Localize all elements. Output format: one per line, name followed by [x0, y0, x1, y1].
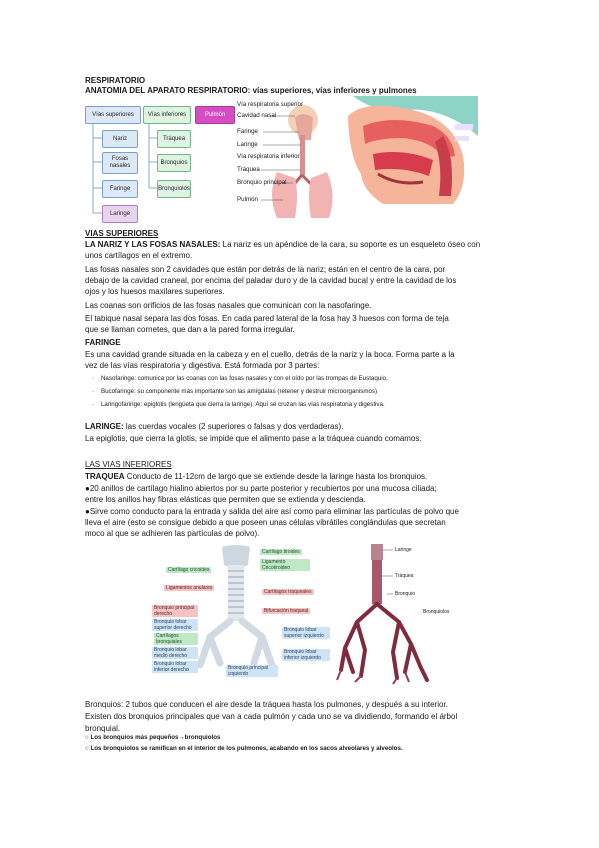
- bullet-text: Laringofaringe: epiglotis (lengüeta que …: [100, 401, 385, 408]
- doc-subtitle: ANATOMIA DEL APARATO RESPIRATORIO: vías …: [85, 86, 417, 95]
- label-cavidad-nasal: Cavidad nasal: [237, 112, 277, 119]
- label-bronquio-lobar-inf-izq: Bronquio lobar inferior izquierdo: [282, 649, 330, 661]
- text-traquea-1: Conducto de 11-12cm de largo que se exti…: [124, 472, 428, 481]
- concept-map: Vías superiores Nariz Fosas nasales Fari…: [85, 100, 195, 225]
- concept-bronquios: Bronquios: [157, 154, 191, 172]
- bullet-bronquiolos-2: ○ Los bronquiolos se ramifican en el int…: [85, 745, 403, 752]
- text-fosas-1: Las fosas nasales son 2 cavidades que es…: [85, 265, 446, 274]
- term-nariz: LA NARIZ Y LAS FOSAS NASALES:: [85, 240, 221, 249]
- label-laringe: Laringe: [237, 141, 258, 148]
- label-via-superior: Vía respiratoria superior: [237, 101, 304, 108]
- section-heading-vias-inferiores: LAS VIAS INFERIORES: [85, 460, 172, 469]
- bullet-text: Los bronquios más pequeños→bronquiolos: [90, 734, 221, 741]
- trachea-diagram: Cartílago tiroides Cartílago cricoides L…: [150, 545, 330, 680]
- text-traquea-3: entre los anillos hay fibras elásticas q…: [85, 495, 366, 504]
- label-bronquio-lobar-medio-der: Bronquio lobar medio derecho: [152, 647, 198, 659]
- label-r-bronquiolos: Bronquiolos: [423, 609, 450, 615]
- concept-faringe: Faringe: [102, 180, 138, 198]
- label-cartilago-cricoides: Cartílago cricoides: [166, 567, 212, 573]
- subheading-faringe: FARINGE: [85, 338, 121, 347]
- respiratory-tract-diagram: Vía respiratoria superior Cavidad nasal …: [237, 100, 337, 222]
- text-traquea-6: moco al que se adhieren las partículas d…: [85, 529, 260, 538]
- bullet-bucofaringe: · Bucofaringe: su componente más importa…: [92, 388, 378, 395]
- concept-bronquiolos: Bronquiolos: [157, 180, 191, 198]
- term-traquea: TRAQUEA: [85, 472, 125, 481]
- label-cartilago-tiroides: Cartílago tiroides: [260, 549, 302, 555]
- respiratory-tract-illustration: [261, 105, 333, 218]
- text-tabique-1: El tabique nasal separa las dos fosas. E…: [85, 314, 449, 323]
- label-bronquio-lobar-sup-izq: Bronquio lobar superior izquierdo: [282, 627, 330, 639]
- bullet-laringofaringe: · Laringofaringe: epiglotis (lengüeta qu…: [92, 401, 385, 408]
- label-bronquio-principal-izq: Bronquio principal izquierdo: [226, 665, 278, 677]
- text-laringe-2: La epiglotis, que cierra la glotis, se i…: [85, 434, 422, 443]
- section-heading-vias-superiores: VIAS SUPERIORES: [85, 229, 159, 238]
- text-nariz-1: La nariz es un apéndice de la cara, su s…: [220, 240, 481, 249]
- concept-traquea: Tráquea: [157, 130, 191, 148]
- label-bronquio-principal: Bronquio principal: [237, 179, 287, 186]
- concept-vias-inferiores: Vías inferiores: [143, 106, 191, 124]
- concept-map-connectors: [92, 124, 157, 214]
- bronchial-tree-illustration: [336, 544, 429, 685]
- bullet-text: Los bronquiolos se ramifican en el inter…: [90, 745, 403, 752]
- label-bifurcacion: Bifurcación traqueal: [262, 608, 311, 614]
- label-bronquio-principal-der: Bronquio principal derecho: [152, 605, 198, 617]
- text-traquea-5: lleva el aire (esto se consigue debido a…: [85, 518, 446, 527]
- concept-nariz: Nariz: [102, 130, 138, 148]
- bullet-text: Bucofaringe: su componente más important…: [100, 388, 378, 395]
- concept-vias-superiores: Vías superiores: [85, 106, 141, 124]
- text-fosas-3: ojos y los huesos maxilares superiores.: [85, 287, 225, 296]
- text-bronquios-1: Bronquios: 2 tubos que conducen el aire …: [85, 700, 448, 709]
- bronchial-tree-diagram: Laringe Tráquea Bronquio Bronquiolos: [335, 540, 470, 685]
- text-bronquios-2: Existen dos bronquios principales que va…: [85, 712, 458, 721]
- text-faringe-2: vez de las vías respiratoria y digestiva…: [85, 361, 320, 370]
- label-ligamento-crico: Ligamento Cricotiroideo: [260, 559, 310, 571]
- paragraph-nariz: LA NARIZ Y LAS FOSAS NASALES: La nariz e…: [85, 240, 480, 250]
- text-laringe-1: las cuerdas vocales (2 superiores o fals…: [123, 422, 344, 431]
- label-via-inferior: Vía respiratoria inferior: [237, 153, 300, 160]
- label-bronquio-lobar-sup-der: Bronquio lobar superior derecho: [152, 619, 198, 631]
- label-r-traquea: Tráquea: [395, 573, 414, 579]
- text-nariz-2: unos cartílagos en el extremo.: [85, 251, 193, 260]
- text-traquea-4: ●Sirve como conducto para la entrada y s…: [85, 507, 459, 516]
- concept-fosas-nasales: Fosas nasales: [102, 152, 138, 174]
- label-pulmon: Pulmón: [237, 196, 258, 203]
- paragraph-laringe: LARINGE: las cuerdas vocales (2 superior…: [85, 422, 343, 432]
- text-faringe-1: Es una cavidad grande situada en la cabe…: [85, 350, 455, 359]
- label-faringe: Faringe: [237, 128, 258, 135]
- text-tabique-2: que se llaman cornetes, que dan a la par…: [85, 325, 295, 334]
- concept-laringe: Laringe: [102, 205, 138, 223]
- label-cartilagos-bronquiales: Cartílagos bronquiales: [154, 633, 198, 645]
- text-traquea-2: ●20 anillos de cartílago hialino abierto…: [85, 484, 437, 493]
- text-fosas-2: debajo de la cavidad craneal, por encima…: [85, 276, 457, 285]
- label-ligamentos-anulares: Ligamentos anulares: [164, 585, 215, 591]
- label-r-bronquio: Bronquio: [395, 591, 416, 597]
- text-bronquios-3: bronquial.: [85, 724, 121, 733]
- concept-pulmon: Pulmón: [195, 106, 235, 124]
- label-r-laringe: Laringe: [395, 547, 412, 553]
- paragraph-traquea: TRAQUEA Conducto de 11-12cm de largo que…: [85, 472, 427, 482]
- text-coanas: Las coanas son orificios de las fosas na…: [85, 301, 372, 310]
- bullet-nasofaringe: · Nasofaringe: comunica por las coanas c…: [92, 375, 388, 382]
- doc-title: RESPIRATORIO: [85, 76, 146, 85]
- bullet-text: Nasofaringe: comunica por las coanas con…: [100, 375, 388, 382]
- label-bronquio-lobar-inf-der: Bronquio lobar inferior derecho: [152, 661, 198, 673]
- head-cross-section-illustration: [343, 96, 478, 204]
- label-traquea: Tráquea: [237, 166, 260, 173]
- trachea-illustration: [196, 545, 276, 669]
- term-laringe: LARINGE:: [85, 422, 124, 431]
- bullet-bronquiolos-1: ○ Los bronquios más pequeños→bronquiolos: [85, 734, 221, 741]
- label-cartilagos-traqueales: Cartílagos traqueales: [262, 589, 314, 595]
